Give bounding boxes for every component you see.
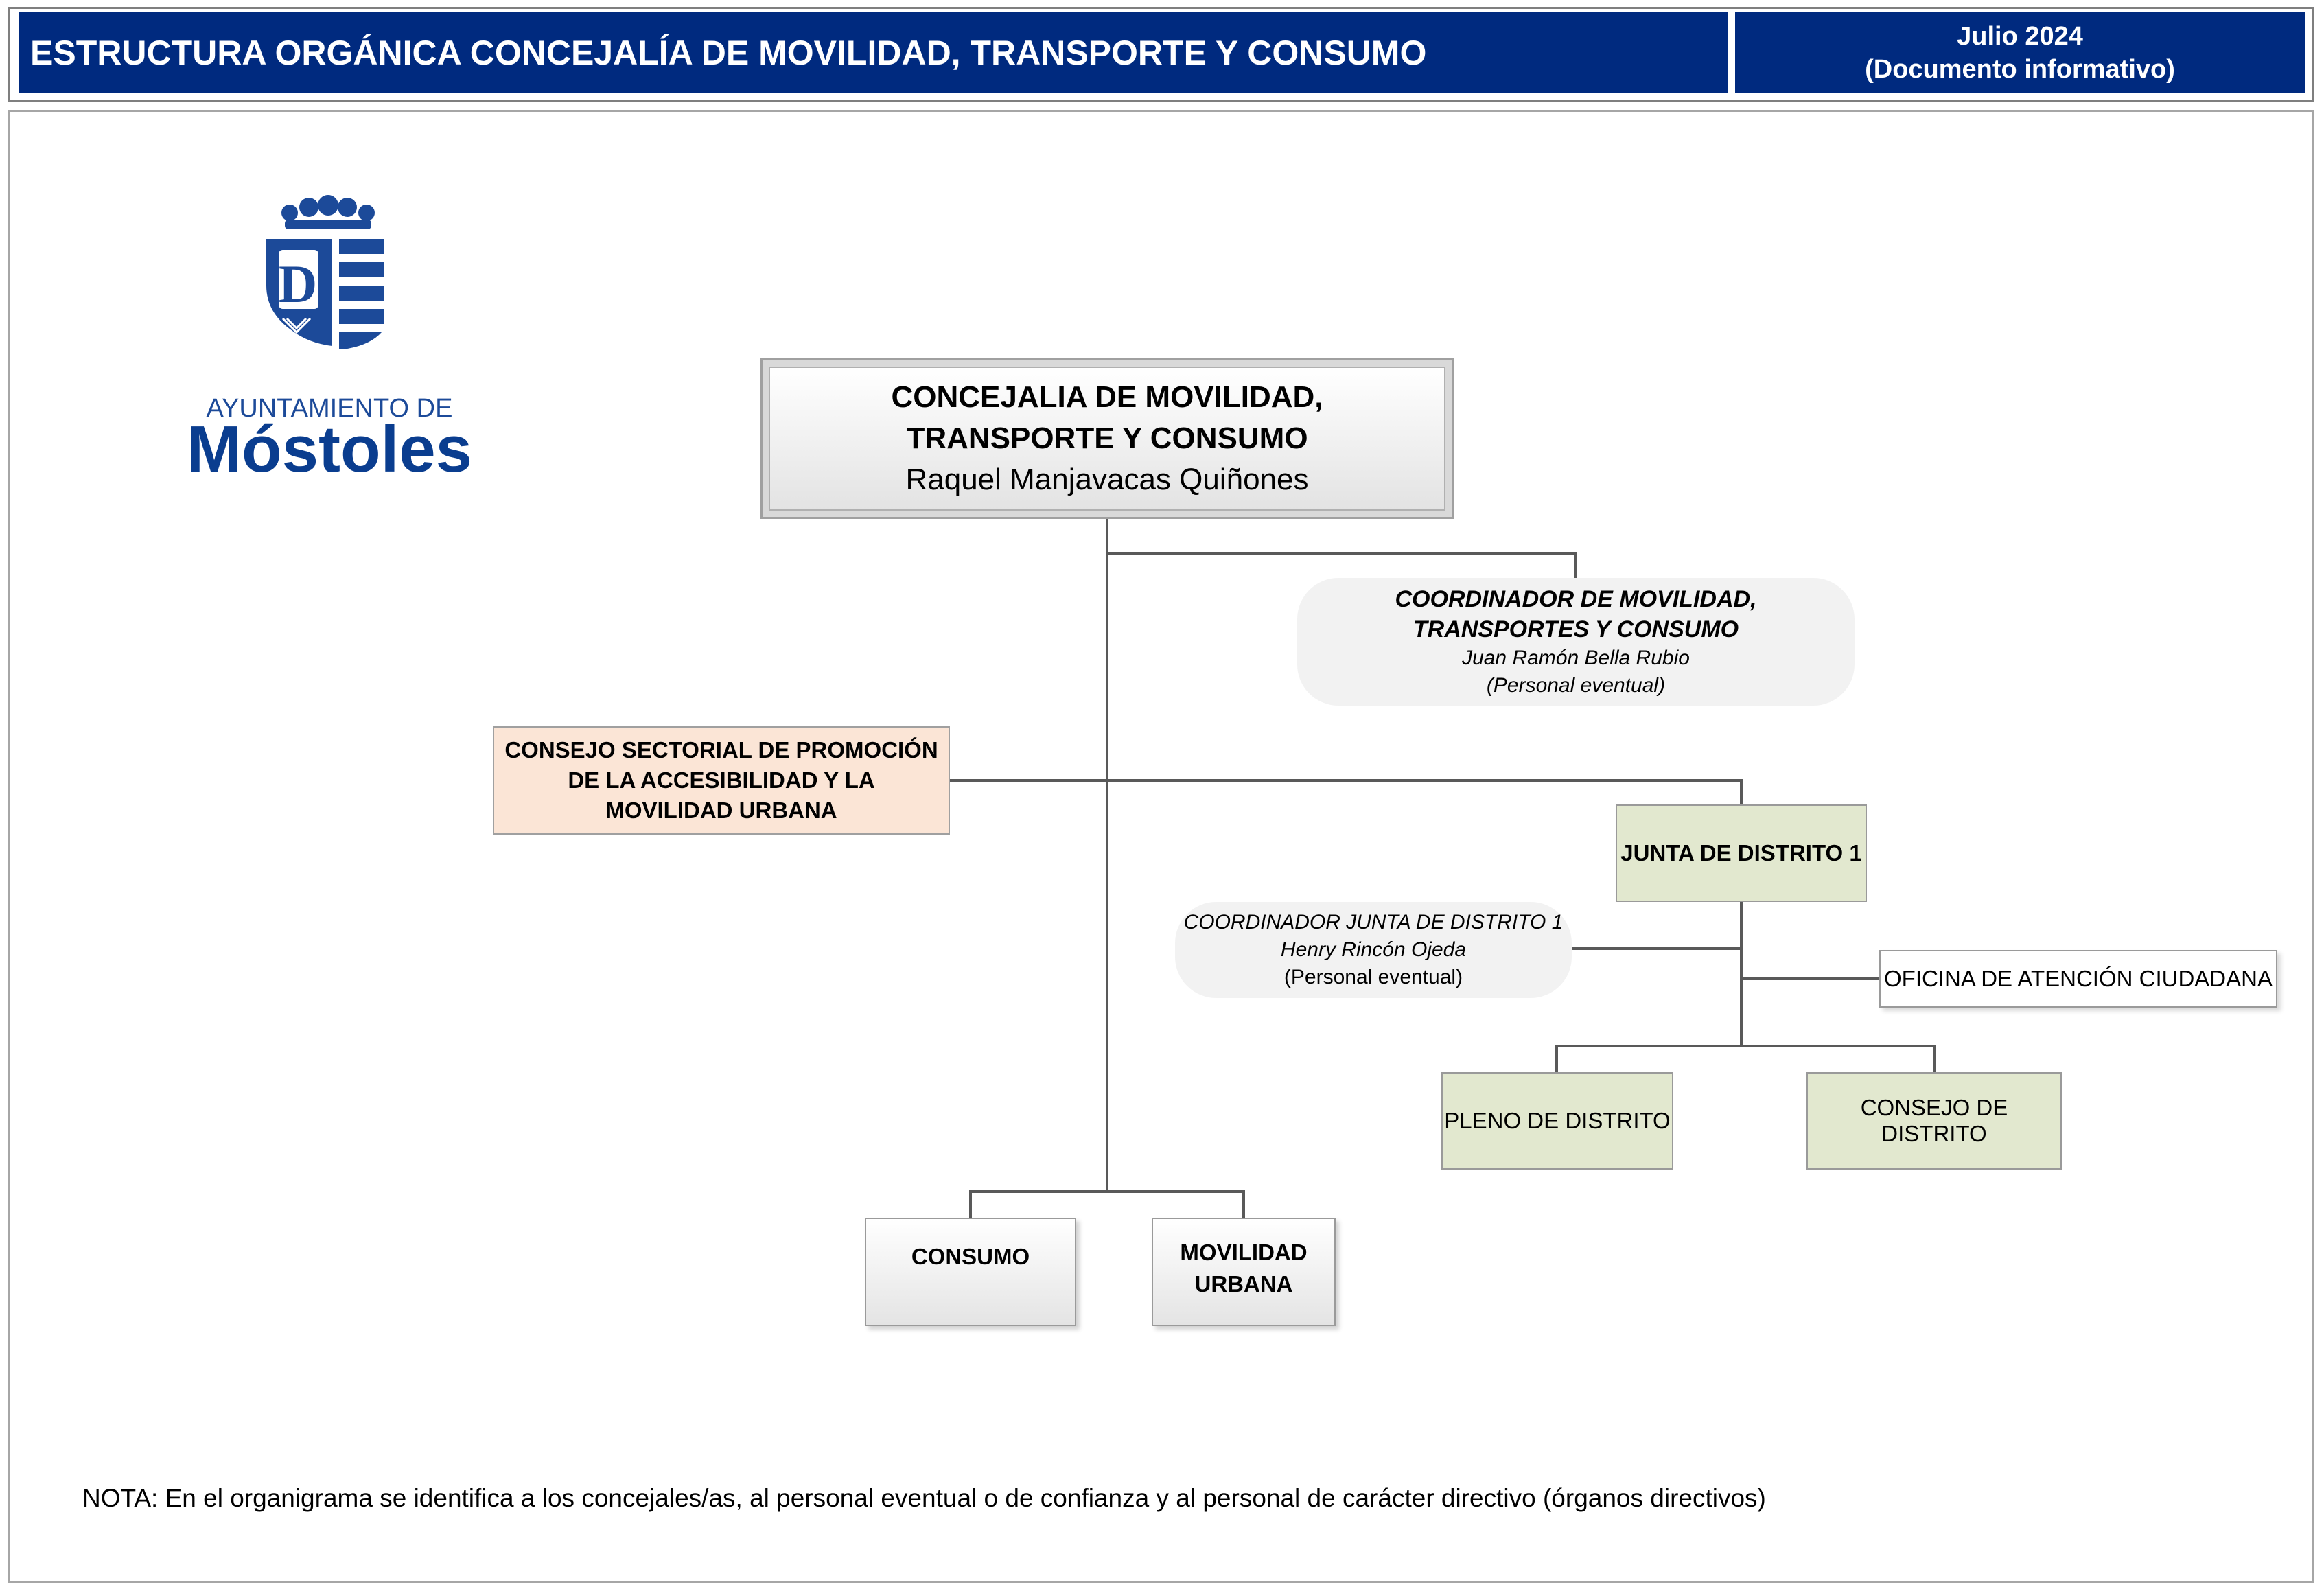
- citizen-office-label: OFICINA DE ATENCIÓN CIUDADANA: [1884, 966, 2273, 991]
- citizen-office-node: OFICINA DE ATENCIÓN CIUDADANA: [1879, 950, 2277, 1008]
- district-council-node: CONSEJO DE DISTRITO: [1806, 1072, 2062, 1170]
- connector-district-board: [1107, 779, 1743, 804]
- root-node: CONCEJALIA DE MOVILIDAD, TRANSPORTE Y CO…: [769, 367, 1445, 511]
- sector-council-node: CONSEJO SECTORIAL DE PROMOCIÓN DE LA ACC…: [493, 726, 950, 835]
- page-title: ESTRUCTURA ORGÁNICA CONCEJALÍA DE MOVILI…: [19, 12, 1728, 93]
- document-type-label: (Documento informativo): [1865, 55, 2175, 84]
- date-label: Julio 2024: [1957, 22, 2083, 51]
- district-coordinator-name: Henry Rincón Ojeda: [1280, 938, 1467, 961]
- district-plenary-node: PLENO DE DISTRITO: [1441, 1072, 1673, 1170]
- district-coordinator-note: (Personal eventual): [1283, 966, 1463, 988]
- root-node-name: Raquel Manjavacas Quiñones: [905, 463, 1309, 496]
- coordinator-node: COORDINADOR DE MOVILIDAD, TRANSPORTES Y …: [1297, 578, 1855, 706]
- urban-mobility-node: MOVILIDAD URBANA: [1152, 1218, 1336, 1326]
- svg-text:D: D: [279, 254, 317, 314]
- urban-mobility-label: MOVILIDAD URBANA: [1180, 1240, 1308, 1297]
- mostoles-logo: D: [266, 195, 384, 349]
- footnote: NOTA: En el organigrama se identifica a …: [82, 1484, 1766, 1512]
- district-board-node: JUNTA DE DISTRITO 1: [1616, 804, 1867, 902]
- date-block: Julio 2024 (Documento informativo): [1735, 12, 2305, 93]
- connector-coordinator: [1107, 552, 1577, 578]
- coordinator-note: (Personal eventual): [1486, 674, 1666, 697]
- district-plenary-label: PLENO DE DISTRITO: [1444, 1108, 1671, 1133]
- consumer-label: CONSUMO: [911, 1244, 1030, 1269]
- connector-plenary-council: [1555, 1045, 1936, 1072]
- logo-subtitle: AYUNTAMIENTO DE: [206, 394, 453, 423]
- shield-icon: D: [266, 239, 384, 349]
- crown-icon: [281, 195, 375, 229]
- consumer-node: CONSUMO: [865, 1218, 1076, 1326]
- district-board-label: JUNTA DE DISTRITO 1: [1620, 840, 1862, 866]
- coordinator-name: Juan Ramón Bella Rubio: [1462, 647, 1690, 669]
- district-coordinator-title: COORDINADOR JUNTA DE DISTRITO 1: [1183, 911, 1564, 933]
- root-node-title: CONCEJALIA DE MOVILIDAD, TRANSPORTE Y CO…: [891, 380, 1323, 455]
- connector-consumer-mobility: [969, 1190, 1245, 1218]
- district-council-label: CONSEJO DE DISTRITO: [1860, 1095, 2008, 1146]
- district-coordinator-node: COORDINADOR JUNTA DE DISTRITO 1 Henry Ri…: [1175, 902, 1572, 998]
- sector-council-label: CONSEJO SECTORIAL DE PROMOCIÓN DE LA ACC…: [504, 737, 938, 823]
- logo-title: Móstoles: [186, 413, 473, 486]
- content-frame: [8, 110, 2314, 1583]
- coordinator-title: COORDINADOR DE MOVILIDAD, TRANSPORTES Y …: [1395, 586, 1757, 642]
